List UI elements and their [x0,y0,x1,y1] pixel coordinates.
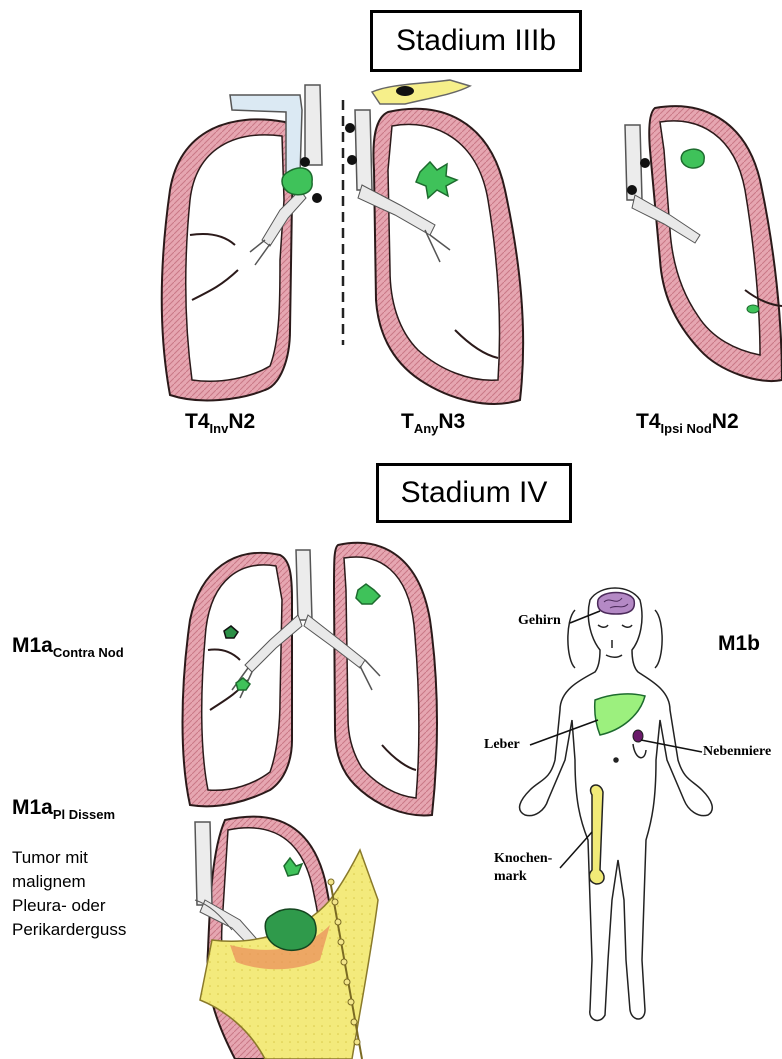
pointer-adrenal [641,740,702,752]
pointer-marrow [560,832,592,868]
lymph-node [345,123,355,133]
label-gehirn: Gehirn [518,613,561,629]
stage-title-iv-text: Stadium IV [401,476,548,510]
lung-iiib-ipsi [625,106,782,381]
pointer-brain [570,611,600,623]
stage-title-iiib-text: Stadium IIIb [396,24,556,58]
label-t-any-n3: TAnyN3 [401,410,465,436]
tumor-ipsi-small [747,305,759,313]
tumor-ipsi [681,149,704,168]
lymph-node [640,158,650,168]
lymph-node-supraclavicular [396,86,414,96]
lymph-node [312,193,322,203]
brain [598,593,635,615]
label-nebenniere: Nebenniere [703,744,771,760]
femur-bone [589,785,604,884]
label-knochenmark: Knochen- mark [494,850,552,886]
label-leber: Leber [484,737,520,753]
lymph-node [347,155,357,165]
label-m1a-pl-dissem: M1aPl Dissem [12,796,115,822]
lung-iv-effusion [195,817,378,1059]
label-m1b: M1b [718,632,760,656]
lymph-node [627,185,637,195]
label-m1a-contra-nod: M1aContra Nod [12,634,124,660]
lungs-iv-contra [183,543,438,816]
lymph-node [300,157,310,167]
tumor-pleural [265,909,316,950]
stage-title-iv: Stadium IV [376,463,572,523]
liver [595,694,645,735]
body-figure [520,588,713,1020]
trachea-iiib [305,85,322,165]
pointer-liver [530,720,598,745]
stage-title-iiib: Stadium IIIb [370,10,582,72]
lungs-iiib-left-pair [162,80,523,404]
label-t4-ipsi-nod-n2: T4Ipsi NodN2 [636,410,739,436]
label-t4-inv-n2: T4InvN2 [185,410,255,436]
m1a-pl-description: Tumor mit malignem Pleura- oder Perikard… [12,846,126,942]
clavicle [372,80,470,104]
